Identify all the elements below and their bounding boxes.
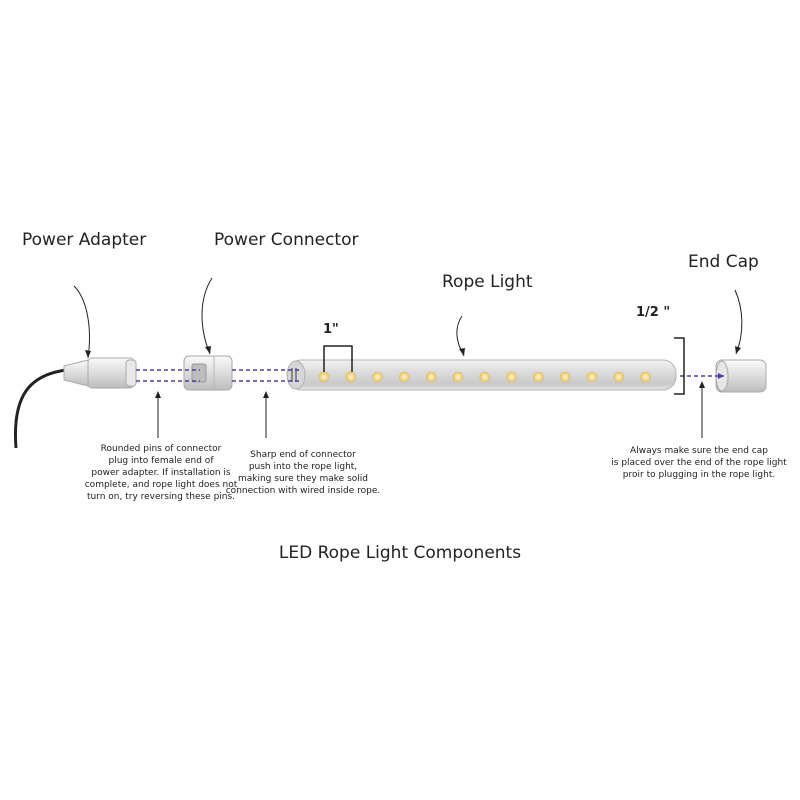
led <box>425 371 437 383</box>
led <box>613 371 625 383</box>
led <box>533 371 544 383</box>
note-line: making sure they make solid <box>237 474 368 484</box>
led <box>452 371 464 383</box>
one-inch-bracket <box>323 345 353 372</box>
led <box>345 371 357 383</box>
note-end-cap: Always make sure the end cap is placed o… <box>594 445 800 481</box>
power-adapter <box>63 357 137 389</box>
label-end-cap: End Cap <box>688 252 759 272</box>
label-one-inch: 1" <box>323 322 339 337</box>
note-line: connection with wired inside rope. <box>225 486 381 496</box>
note-line: turn on, try reversing these pins. <box>86 492 236 502</box>
note-line: push into the rope light, <box>248 462 358 472</box>
led <box>586 371 598 383</box>
led <box>479 371 491 383</box>
power-cord <box>13 368 67 449</box>
led <box>640 371 651 383</box>
label-half-inch: 1/2 " <box>636 305 671 320</box>
note-line: Sharp end of connector <box>250 450 356 460</box>
led <box>559 371 571 383</box>
half-inch-bracket <box>674 337 685 395</box>
diagram-title: LED Rope Light Components <box>278 543 522 563</box>
power-connector <box>183 355 233 391</box>
label-power-adapter: Power Adapter <box>22 230 147 250</box>
note-line: power adapter. If installation is <box>91 468 231 478</box>
note-line: complete, and rope light does not <box>84 480 238 490</box>
led <box>372 371 383 383</box>
label-arrows <box>73 277 743 438</box>
note-line: Always make sure the end cap <box>630 446 768 456</box>
dash-arrowhead <box>718 373 724 379</box>
note-adapter-pins: Rounded pins of connector plug into fema… <box>78 443 244 503</box>
led <box>506 371 517 383</box>
note-connector-end: Sharp end of connector push into the rop… <box>220 449 386 497</box>
led <box>399 371 410 383</box>
label-arrowheads <box>85 346 741 398</box>
led <box>318 371 330 383</box>
led-group <box>318 371 651 383</box>
label-rope-light: Rope Light <box>442 272 533 292</box>
note-line: proir to plugging in the rope light. <box>622 470 776 480</box>
label-power-connector: Power Connector <box>214 230 359 250</box>
note-line: is placed over the end of the rope light <box>611 458 787 468</box>
connection-dashes <box>136 369 724 382</box>
note-line: plug into female end of <box>108 456 214 466</box>
note-line: Rounded pins of connector <box>100 444 222 454</box>
